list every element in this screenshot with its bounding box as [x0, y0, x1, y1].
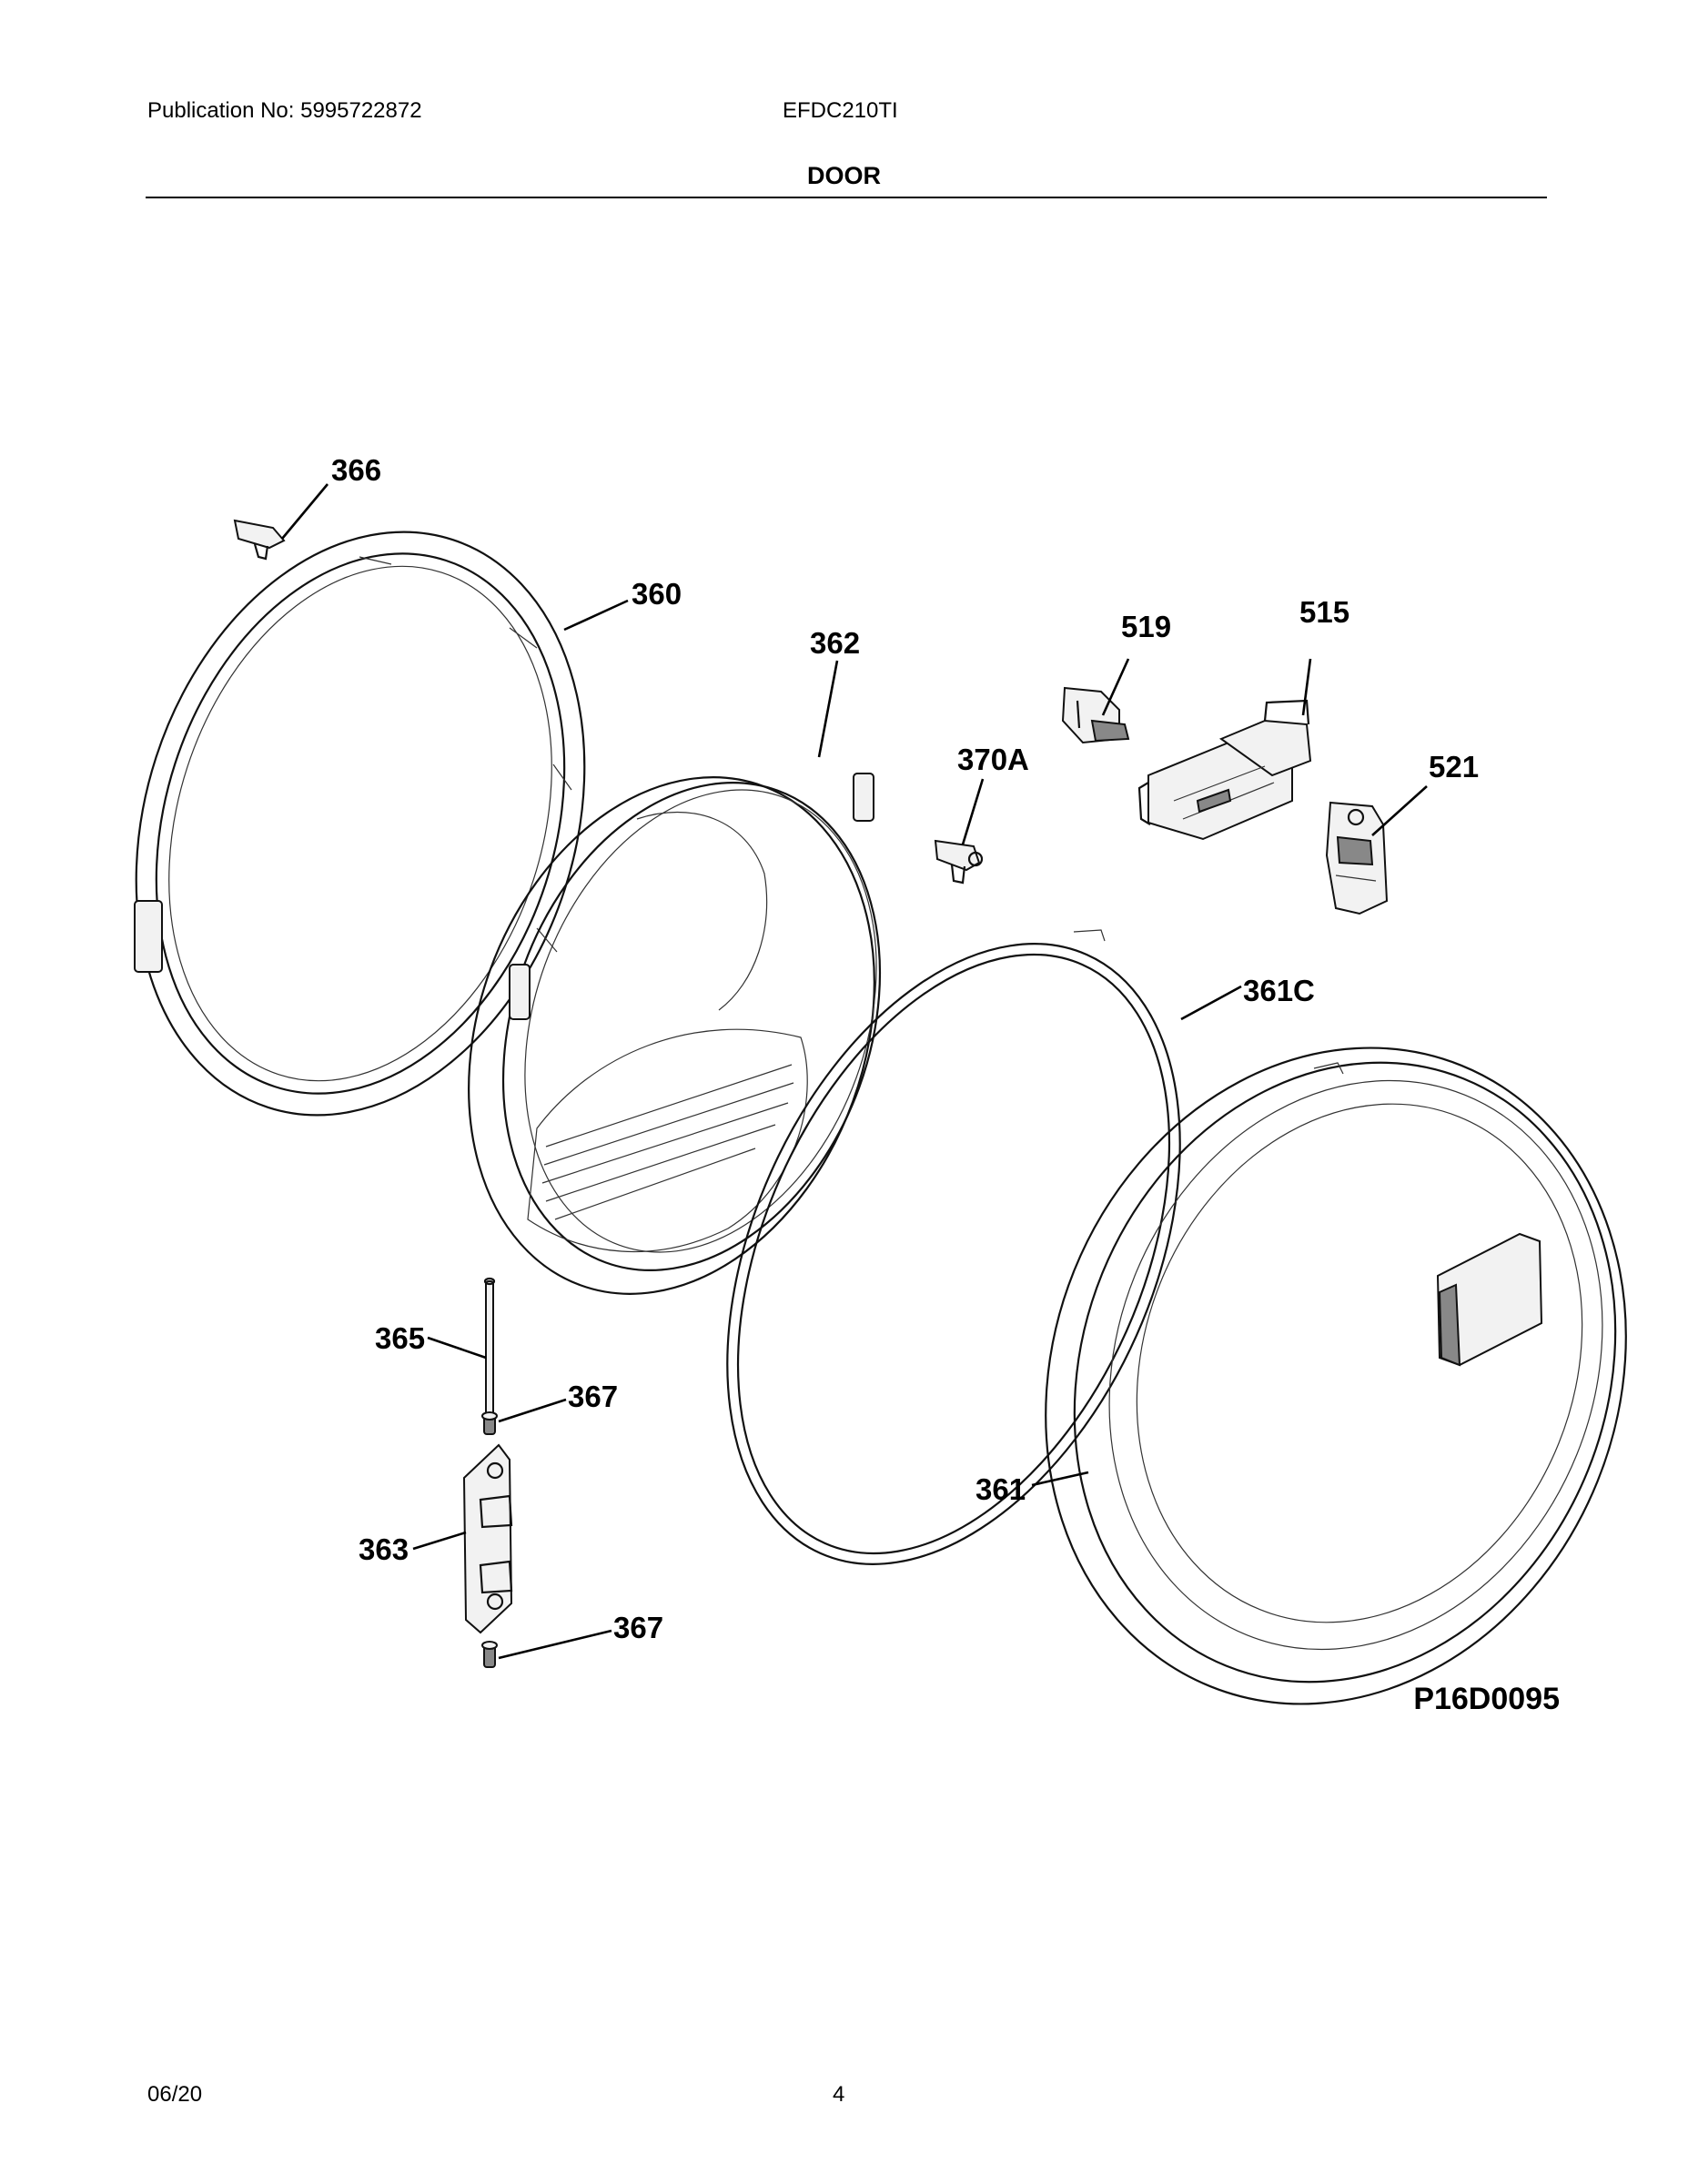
model-number: EFDC210TI	[783, 98, 898, 123]
callout-360: 360	[632, 577, 682, 611]
callout-367-lower: 367	[613, 1611, 663, 1644]
callout-519: 519	[1121, 610, 1171, 643]
part-362-door-glass	[468, 773, 882, 1295]
part-365-hinge-pin	[483, 1277, 496, 1419]
callout-361c: 361C	[1243, 974, 1315, 1007]
callout-370a: 370A	[957, 743, 1029, 776]
part-367-lower-screw	[481, 1641, 498, 1668]
callout-361: 361	[975, 1472, 1026, 1506]
part-360-inner-ring	[134, 531, 586, 1117]
page-number: 4	[833, 2082, 845, 2107]
part-515-latch-assembly	[1137, 699, 1312, 841]
leader-361	[1031, 1471, 1089, 1487]
part-363-hinge	[462, 1443, 513, 1634]
leader-362	[817, 660, 839, 758]
callout-363: 363	[359, 1532, 409, 1566]
leader-519	[1101, 658, 1130, 716]
leader-367-lower	[498, 1629, 612, 1660]
publication-number: Publication No: 5995722872	[147, 98, 422, 123]
part-367-upper-screw	[481, 1411, 498, 1435]
part-361c-gasket	[726, 929, 1181, 1565]
part-366-clip	[233, 519, 286, 561]
callout-515: 515	[1299, 595, 1349, 629]
callout-365: 365	[375, 1321, 425, 1355]
leader-366	[281, 483, 329, 540]
leader-361c	[1180, 985, 1242, 1021]
header-divider	[146, 197, 1547, 198]
page-title: DOOR	[807, 162, 881, 189]
callout-366: 366	[331, 453, 381, 487]
diagram-reference-code: P16D0095	[1413, 1682, 1560, 1716]
leader-370a	[961, 778, 985, 845]
callout-521: 521	[1429, 750, 1479, 784]
leader-367-upper	[498, 1398, 567, 1423]
publication-date: 06/20	[147, 2082, 203, 2107]
callout-362: 362	[810, 626, 860, 660]
leader-365	[427, 1336, 487, 1360]
part-519-switch	[1061, 686, 1130, 744]
leader-521	[1371, 785, 1428, 836]
leader-515	[1301, 658, 1312, 716]
part-521-latch-cover	[1325, 801, 1389, 915]
leader-363	[412, 1531, 467, 1551]
callout-367-upper: 367	[568, 1380, 618, 1413]
part-361-outer-door	[1045, 1046, 1627, 1705]
part-370a-latch-pin	[934, 839, 984, 885]
leader-360	[563, 599, 629, 632]
